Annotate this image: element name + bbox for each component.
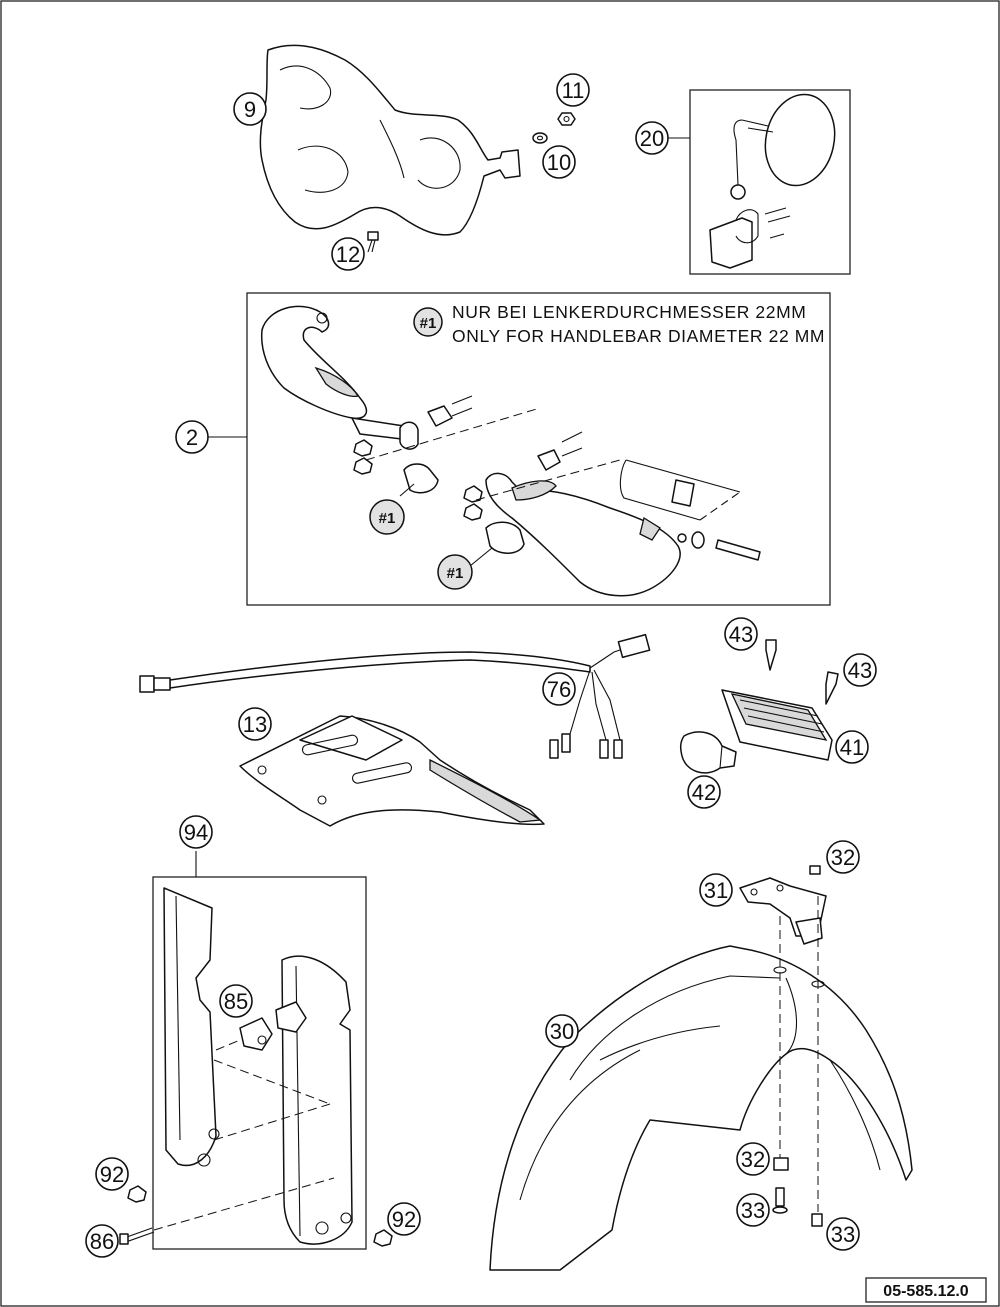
part-washer-10 (532, 132, 548, 144)
callout-76: 76 (542, 672, 576, 706)
svg-text:43: 43 (848, 658, 872, 683)
part-screw-12 (367, 231, 379, 253)
callout-85: 85 (219, 984, 253, 1018)
note-tag: #1 (420, 315, 437, 332)
callout-92-left: 92 (95, 1157, 129, 1191)
fork-guard-kit-frame (152, 876, 367, 1250)
svg-text:#1: #1 (379, 510, 396, 527)
part-handguard-left (260, 305, 411, 441)
callout-94: 94 (179, 815, 213, 849)
note-line-english: ONLY FOR HANDLEBAR DIAMETER 22 MM (452, 326, 825, 346)
svg-text:32: 32 (741, 1147, 765, 1172)
part-front-fender (489, 896, 913, 1271)
svg-text:42: 42 (692, 780, 716, 805)
svg-text:11: 11 (562, 78, 585, 103)
svg-text:92: 92 (100, 1162, 124, 1187)
svg-text:12: 12 (336, 242, 360, 267)
note-line-german: NUR BEI LENKERDURCHMESSER 22MM (452, 302, 806, 322)
callout-33-right: 33 (826, 1217, 860, 1251)
part-tail-light (679, 639, 839, 774)
part-wiring-harness (139, 633, 651, 759)
svg-text:10: 10 (547, 150, 571, 175)
svg-text:43: 43 (729, 622, 753, 647)
document-number: 05-585.12.0 (883, 1283, 969, 1300)
callout-11: 11 (556, 73, 590, 107)
callout-9: 9 (233, 92, 267, 126)
svg-text:94: 94 (184, 820, 208, 845)
callout-41: 41 (835, 730, 869, 764)
marker-spacer-1a: #1 (369, 483, 415, 535)
callout-33-left: 33 (736, 1193, 770, 1227)
callout-10: 10 (542, 145, 576, 179)
note-22mm: #1 NUR BEI LENKERDURCHMESSER 22MM ONLY F… (413, 302, 825, 346)
svg-text:20: 20 (640, 126, 664, 151)
handguard-kit-frame (246, 292, 831, 606)
callout-43-upper: 43 (724, 617, 758, 651)
mirror-kit-frame (689, 89, 851, 275)
callout-32-upper: 32 (826, 840, 860, 874)
part-rear-fender (239, 715, 545, 827)
svg-text:9: 9 (244, 97, 256, 122)
svg-text:33: 33 (831, 1222, 855, 1247)
callout-12: 12 (331, 237, 365, 271)
svg-text:13: 13 (243, 712, 267, 737)
part-fender-bolts (772, 1157, 823, 1227)
svg-text:2: 2 (186, 425, 198, 450)
svg-text:#1: #1 (447, 565, 464, 582)
svg-text:33: 33 (741, 1198, 765, 1223)
callout-92-right: 92 (387, 1202, 421, 1236)
svg-text:41: 41 (840, 735, 864, 760)
marker-spacer-1b: #1 (437, 547, 493, 590)
document-number-box: 05-585.12.0 (865, 1277, 987, 1303)
callout-42: 42 (687, 775, 721, 809)
callout-31: 31 (699, 873, 733, 907)
part-clamp-85 (213, 1017, 331, 1141)
part-fender-bracket (739, 865, 827, 945)
part-fork-guard-left (163, 887, 220, 1167)
part-nut-11 (557, 112, 576, 126)
svg-text:86: 86 (90, 1229, 114, 1254)
svg-text:30: 30 (550, 1019, 574, 1044)
part-mirror (709, 93, 836, 269)
svg-text:76: 76 (547, 677, 571, 702)
callout-86: 86 (85, 1224, 119, 1258)
part-handguard-right (485, 459, 761, 597)
part-clamps-and-bolts (353, 395, 621, 554)
part-headlight-mask (259, 44, 521, 236)
part-fork-guard-right (275, 955, 353, 1245)
svg-text:85: 85 (224, 989, 248, 1014)
callout-32-lower: 32 (736, 1142, 770, 1176)
callout-43-lower: 43 (843, 653, 877, 687)
callout-2: 2 (175, 420, 209, 454)
callout-13: 13 (238, 707, 272, 741)
callout-30: 30 (545, 1014, 579, 1048)
callout-20: 20 (635, 121, 669, 155)
svg-text:31: 31 (704, 878, 728, 903)
svg-text:32: 32 (831, 845, 855, 870)
part-screws-92-86 (119, 1177, 393, 1247)
svg-text:92: 92 (392, 1207, 416, 1232)
